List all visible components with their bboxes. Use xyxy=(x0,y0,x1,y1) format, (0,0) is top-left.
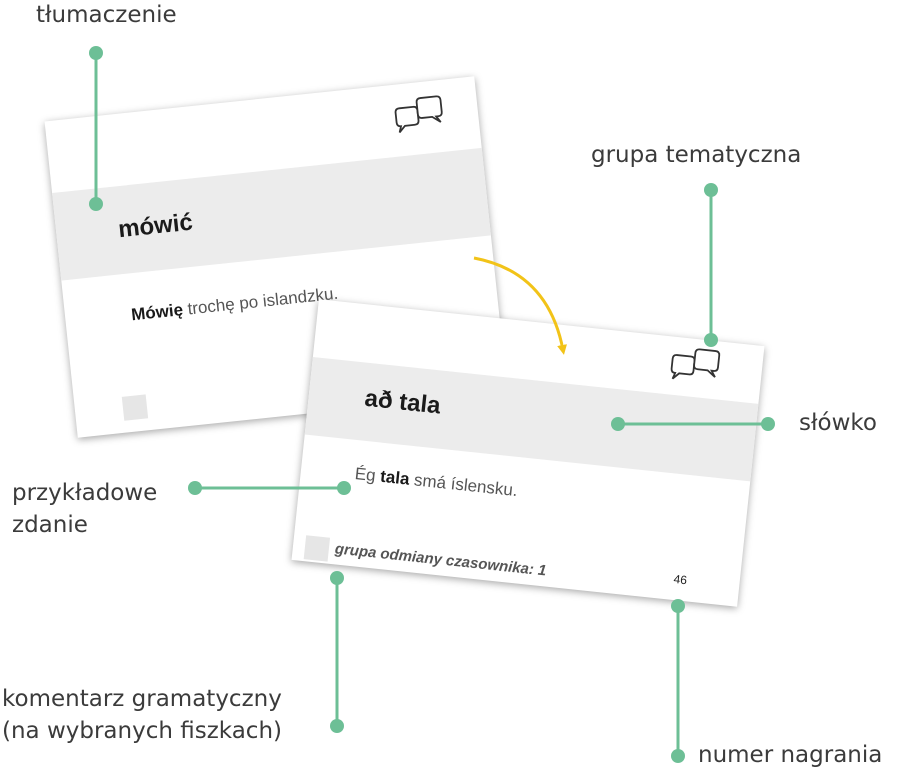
word-label: słówko xyxy=(799,410,877,436)
back-card-checkbox xyxy=(121,394,149,421)
grammar-label-line2: (na wybranych fiszkach) xyxy=(2,718,282,744)
recording-number: 46 xyxy=(672,571,688,588)
theme-group-dot-top xyxy=(704,183,718,197)
front-card-sentence-pre: Ég xyxy=(353,464,382,486)
back-card-word-band xyxy=(52,147,491,281)
speech-bubbles-icon xyxy=(394,95,443,133)
back-card-sentence: Mówię trochę po islandzku. xyxy=(130,284,339,326)
translation-dot-top xyxy=(89,46,103,60)
example-dot-left xyxy=(188,481,202,495)
grammar-comment: grupa odmiany czasownika: 1 xyxy=(334,540,548,580)
example-label-line1: przykładowe xyxy=(12,480,158,506)
back-card: mówić Mówię trochę po islandzku. xyxy=(44,76,508,438)
front-card: að tala Ég tala smá íslensku. grupa odmi… xyxy=(291,299,765,607)
translation-label: tłumaczenie xyxy=(36,2,177,28)
front-card-sentence-bold: tala xyxy=(379,466,411,489)
front-card-sentence-rest: smá íslensku. xyxy=(408,469,519,501)
grammar-label-line1: komentarz gramatyczny xyxy=(2,686,282,712)
front-card-sentence: Ég tala smá íslensku. xyxy=(354,464,519,501)
example-label-line2: zdanie xyxy=(12,512,88,538)
theme-group-label: grupa tematyczna xyxy=(591,142,802,168)
grammar-dot-top xyxy=(330,571,344,585)
grammar-dot-bottom xyxy=(330,719,344,733)
speech-bubbles-icon xyxy=(670,348,721,380)
word-dot-right xyxy=(761,417,775,431)
back-card-sentence-bold: Mówię xyxy=(130,300,184,325)
recording-dot-bottom xyxy=(671,749,685,763)
front-card-checkbox xyxy=(303,535,331,562)
recording-label: numer nagrania xyxy=(698,742,883,768)
back-card-sentence-rest: trochę po islandzku. xyxy=(181,283,339,319)
